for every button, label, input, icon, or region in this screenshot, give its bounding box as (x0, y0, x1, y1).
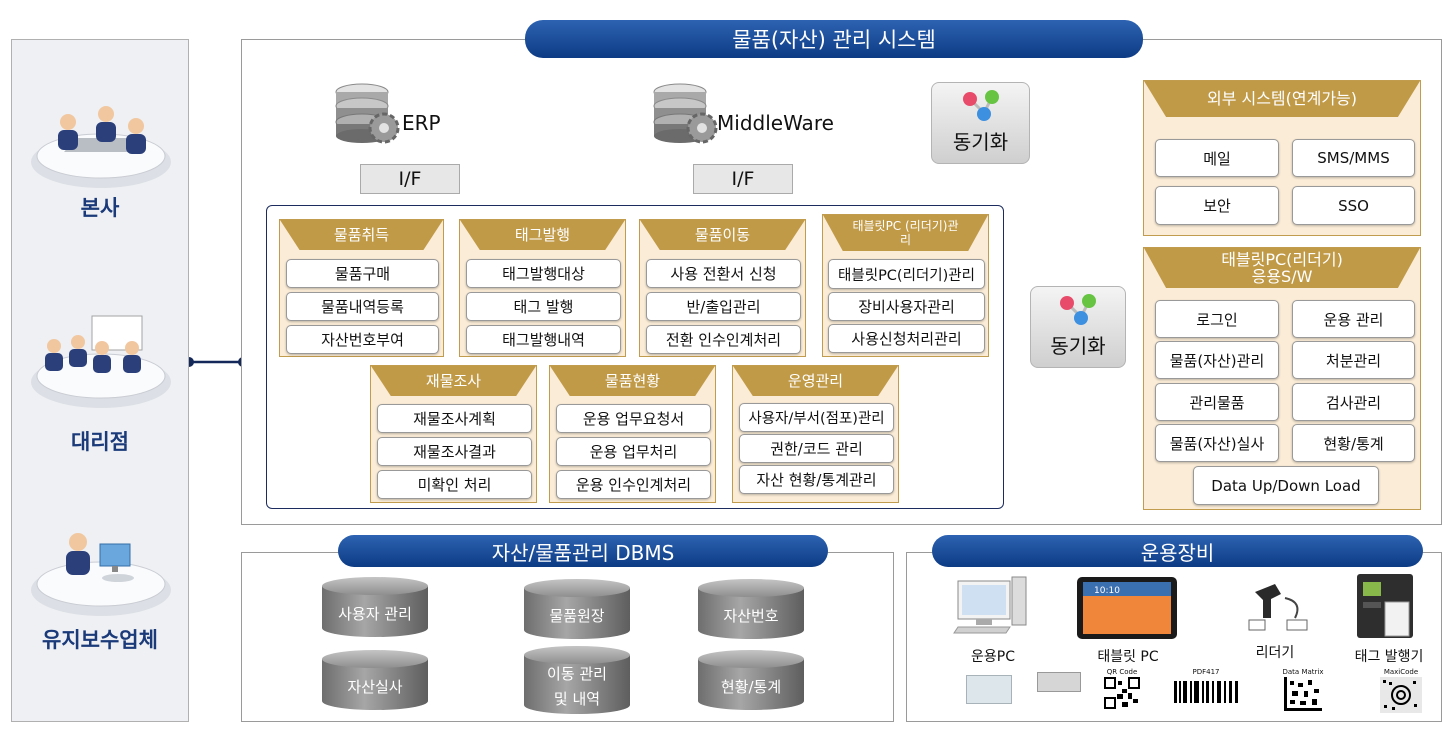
module-item[interactable]: 반/출입관리 (646, 292, 801, 321)
sync-molecule-icon (1060, 294, 1096, 325)
module-item[interactable]: 운용 업무처리 (556, 437, 711, 466)
middleware-interface-box: I/F (693, 164, 793, 194)
module-item[interactable]: 운용 인수인계처리 (556, 470, 711, 499)
module-item[interactable]: 미확인 처리 (377, 470, 532, 499)
tablet-sw-data-updown[interactable]: Data Up/Down Load (1193, 466, 1379, 505)
tablet-software-title: 태블릿PC(리더기) 응용S/W (1144, 248, 1420, 288)
module-item[interactable]: 사용신청처리관리 (828, 324, 985, 353)
module-item[interactable]: 사용 전환서 신청 (646, 259, 801, 288)
external-item-sms[interactable]: SMS/MMS (1292, 139, 1415, 177)
middleware-server-icon (653, 83, 718, 144)
external-item-mail[interactable]: 메일 (1155, 139, 1279, 177)
module-operations: 운영관리 사용자/부서(점포)관리 권한/코드 관리 자산 현황/통계관리 (732, 365, 899, 503)
module-item[interactable]: 재물조사결과 (377, 437, 532, 466)
rfid-label-icon (1037, 672, 1081, 692)
module-item[interactable]: 재물조사계획 (377, 404, 532, 433)
module-item[interactable]: 태그발행내역 (466, 325, 621, 354)
barcode-reader-icon (1248, 584, 1308, 631)
module-tag-issue: 태그발행 태그발행대상 태그 발행 태그발행내역 (459, 219, 626, 357)
maintenance-vendor-icon (31, 533, 171, 616)
maxicode-icon (1380, 677, 1422, 713)
module-acquisition: 물품취득 물품구매 물품내역등록 자산번호부여 (279, 219, 444, 357)
equipment-title-banner: 운용장비 (932, 535, 1423, 567)
erp-label: ERP (402, 111, 441, 135)
tablet-sw-item[interactable]: 관리물품 (1155, 383, 1279, 421)
tablet-sw-item[interactable]: 물품(자산)관리 (1155, 341, 1279, 379)
code-label-pdf417: PDF417 (1192, 668, 1220, 676)
modules-container (266, 205, 1004, 509)
system-title-banner: 물품(자산) 관리 시스템 (525, 20, 1143, 58)
code-label-maxicode: MaxiCode (1383, 668, 1419, 676)
equipment-label-pc: 운용PC (971, 649, 1015, 665)
module-item[interactable]: 태블릿PC(리더기)관리 (828, 259, 985, 289)
agency-icon (31, 315, 171, 408)
tablet-icon: 10:10 (1077, 577, 1177, 639)
code-label-data-matrix: Data Matrix (1282, 668, 1324, 676)
db-transfer-history: 이동 관리 및 내역 (524, 646, 630, 714)
module-item[interactable]: 전환 인수인계처리 (646, 325, 801, 354)
qr-code-icon (1104, 677, 1140, 709)
tablet-sw-item[interactable]: 현황/통계 (1292, 424, 1415, 462)
middleware-label: MiddleWare (717, 111, 834, 135)
pdf417-code-icon (1172, 679, 1240, 705)
tablet-sw-item[interactable]: 물품(자산)실사 (1155, 424, 1279, 462)
tablet-sw-item[interactable]: 검사관리 (1292, 383, 1415, 421)
module-item[interactable]: 자산번호부여 (286, 325, 439, 354)
sync-molecule-icon (963, 90, 999, 121)
module-item[interactable]: 운용 업무요청서 (556, 404, 711, 433)
site-label-agency: 대리점 (71, 430, 129, 454)
module-title: 물품이동 (640, 220, 805, 250)
sync-box-top: 동기화 (931, 82, 1030, 164)
erp-interface-box: I/F (360, 164, 460, 194)
headquarters-icon (31, 106, 171, 188)
external-systems-title: 외부 시스템(연계가능) (1144, 81, 1420, 117)
module-title: 재물조사 (371, 366, 536, 396)
db-asset-number: 자산번호 (698, 579, 804, 639)
equipment-label-tag-printer: 태그 발행기 (1354, 649, 1424, 665)
sync-box-middle: 동기화 (1030, 286, 1126, 368)
module-title: 태그발행 (460, 220, 625, 250)
sync-label-middle: 동기화 (1050, 334, 1106, 358)
site-label-maintenance-vendor: 유지보수업체 (42, 628, 158, 652)
module-tablet-management: 태블릿PC (리더기)관리 태블릿PC(리더기)관리 장비사용자관리 사용신청처… (822, 214, 989, 357)
external-item-sso[interactable]: SSO (1292, 186, 1415, 225)
db-item-ledger: 물품원장 (524, 579, 630, 639)
module-item-transfer: 물품이동 사용 전환서 신청 반/출입관리 전환 인수인계처리 (639, 219, 806, 357)
module-item[interactable]: 태그발행대상 (466, 259, 621, 288)
module-item[interactable]: 권한/코드 관리 (739, 434, 894, 463)
rfid-card-icon (966, 675, 1012, 704)
db-asset-survey: 자산실사 (322, 650, 428, 710)
erp-server-icon (335, 83, 400, 144)
external-systems-box: 외부 시스템(연계가능) 메일 SMS/MMS 보안 SSO (1143, 80, 1421, 236)
module-title: 태블릿PC (리더기)관리 (823, 215, 988, 251)
module-item[interactable]: 물품내역등록 (286, 292, 439, 321)
tablet-software-box: 태블릿PC(리더기) 응용S/W 로그인 운용 관리 물품(자산)관리 처분관리… (1143, 247, 1421, 510)
equipment-label-tablet: 태블릿 PC (1097, 649, 1159, 665)
module-item[interactable]: 물품구매 (286, 259, 439, 288)
module-title: 물품취득 (280, 220, 443, 250)
dbms-title-banner: 자산/물품관리 DBMS (338, 535, 828, 567)
site-label-headquarters: 본사 (80, 196, 120, 220)
module-inventory-survey: 재물조사 재물조사계획 재물조사결과 미확인 처리 (370, 365, 537, 503)
data-matrix-code-icon (1284, 677, 1322, 711)
module-item[interactable]: 사용자/부서(점포)관리 (739, 403, 894, 432)
equipment-label-reader: 리더기 (1255, 645, 1295, 661)
tag-printer-icon (1357, 574, 1413, 638)
svg-text:10:10: 10:10 (1094, 586, 1120, 596)
sync-label-top: 동기화 (952, 130, 1009, 154)
db-status-statistics: 현황/통계 (698, 650, 804, 710)
db-user-management: 사용자 관리 (322, 577, 428, 637)
tablet-sw-item[interactable]: 처분관리 (1292, 341, 1415, 379)
pc-icon (953, 576, 1027, 634)
module-item[interactable]: 태그 발행 (466, 292, 621, 321)
code-label-qr: QR Code (1106, 668, 1138, 676)
tablet-sw-item[interactable]: 운용 관리 (1292, 300, 1415, 338)
external-item-security[interactable]: 보안 (1155, 186, 1279, 225)
module-item-status: 물품현황 운용 업무요청서 운용 업무처리 운용 인수인계처리 (549, 365, 716, 503)
module-item[interactable]: 자산 현황/통계관리 (739, 465, 894, 494)
module-title: 물품현황 (550, 366, 715, 396)
tablet-sw-item[interactable]: 로그인 (1155, 300, 1279, 338)
module-item[interactable]: 장비사용자관리 (828, 292, 985, 321)
module-title: 운영관리 (733, 366, 898, 396)
